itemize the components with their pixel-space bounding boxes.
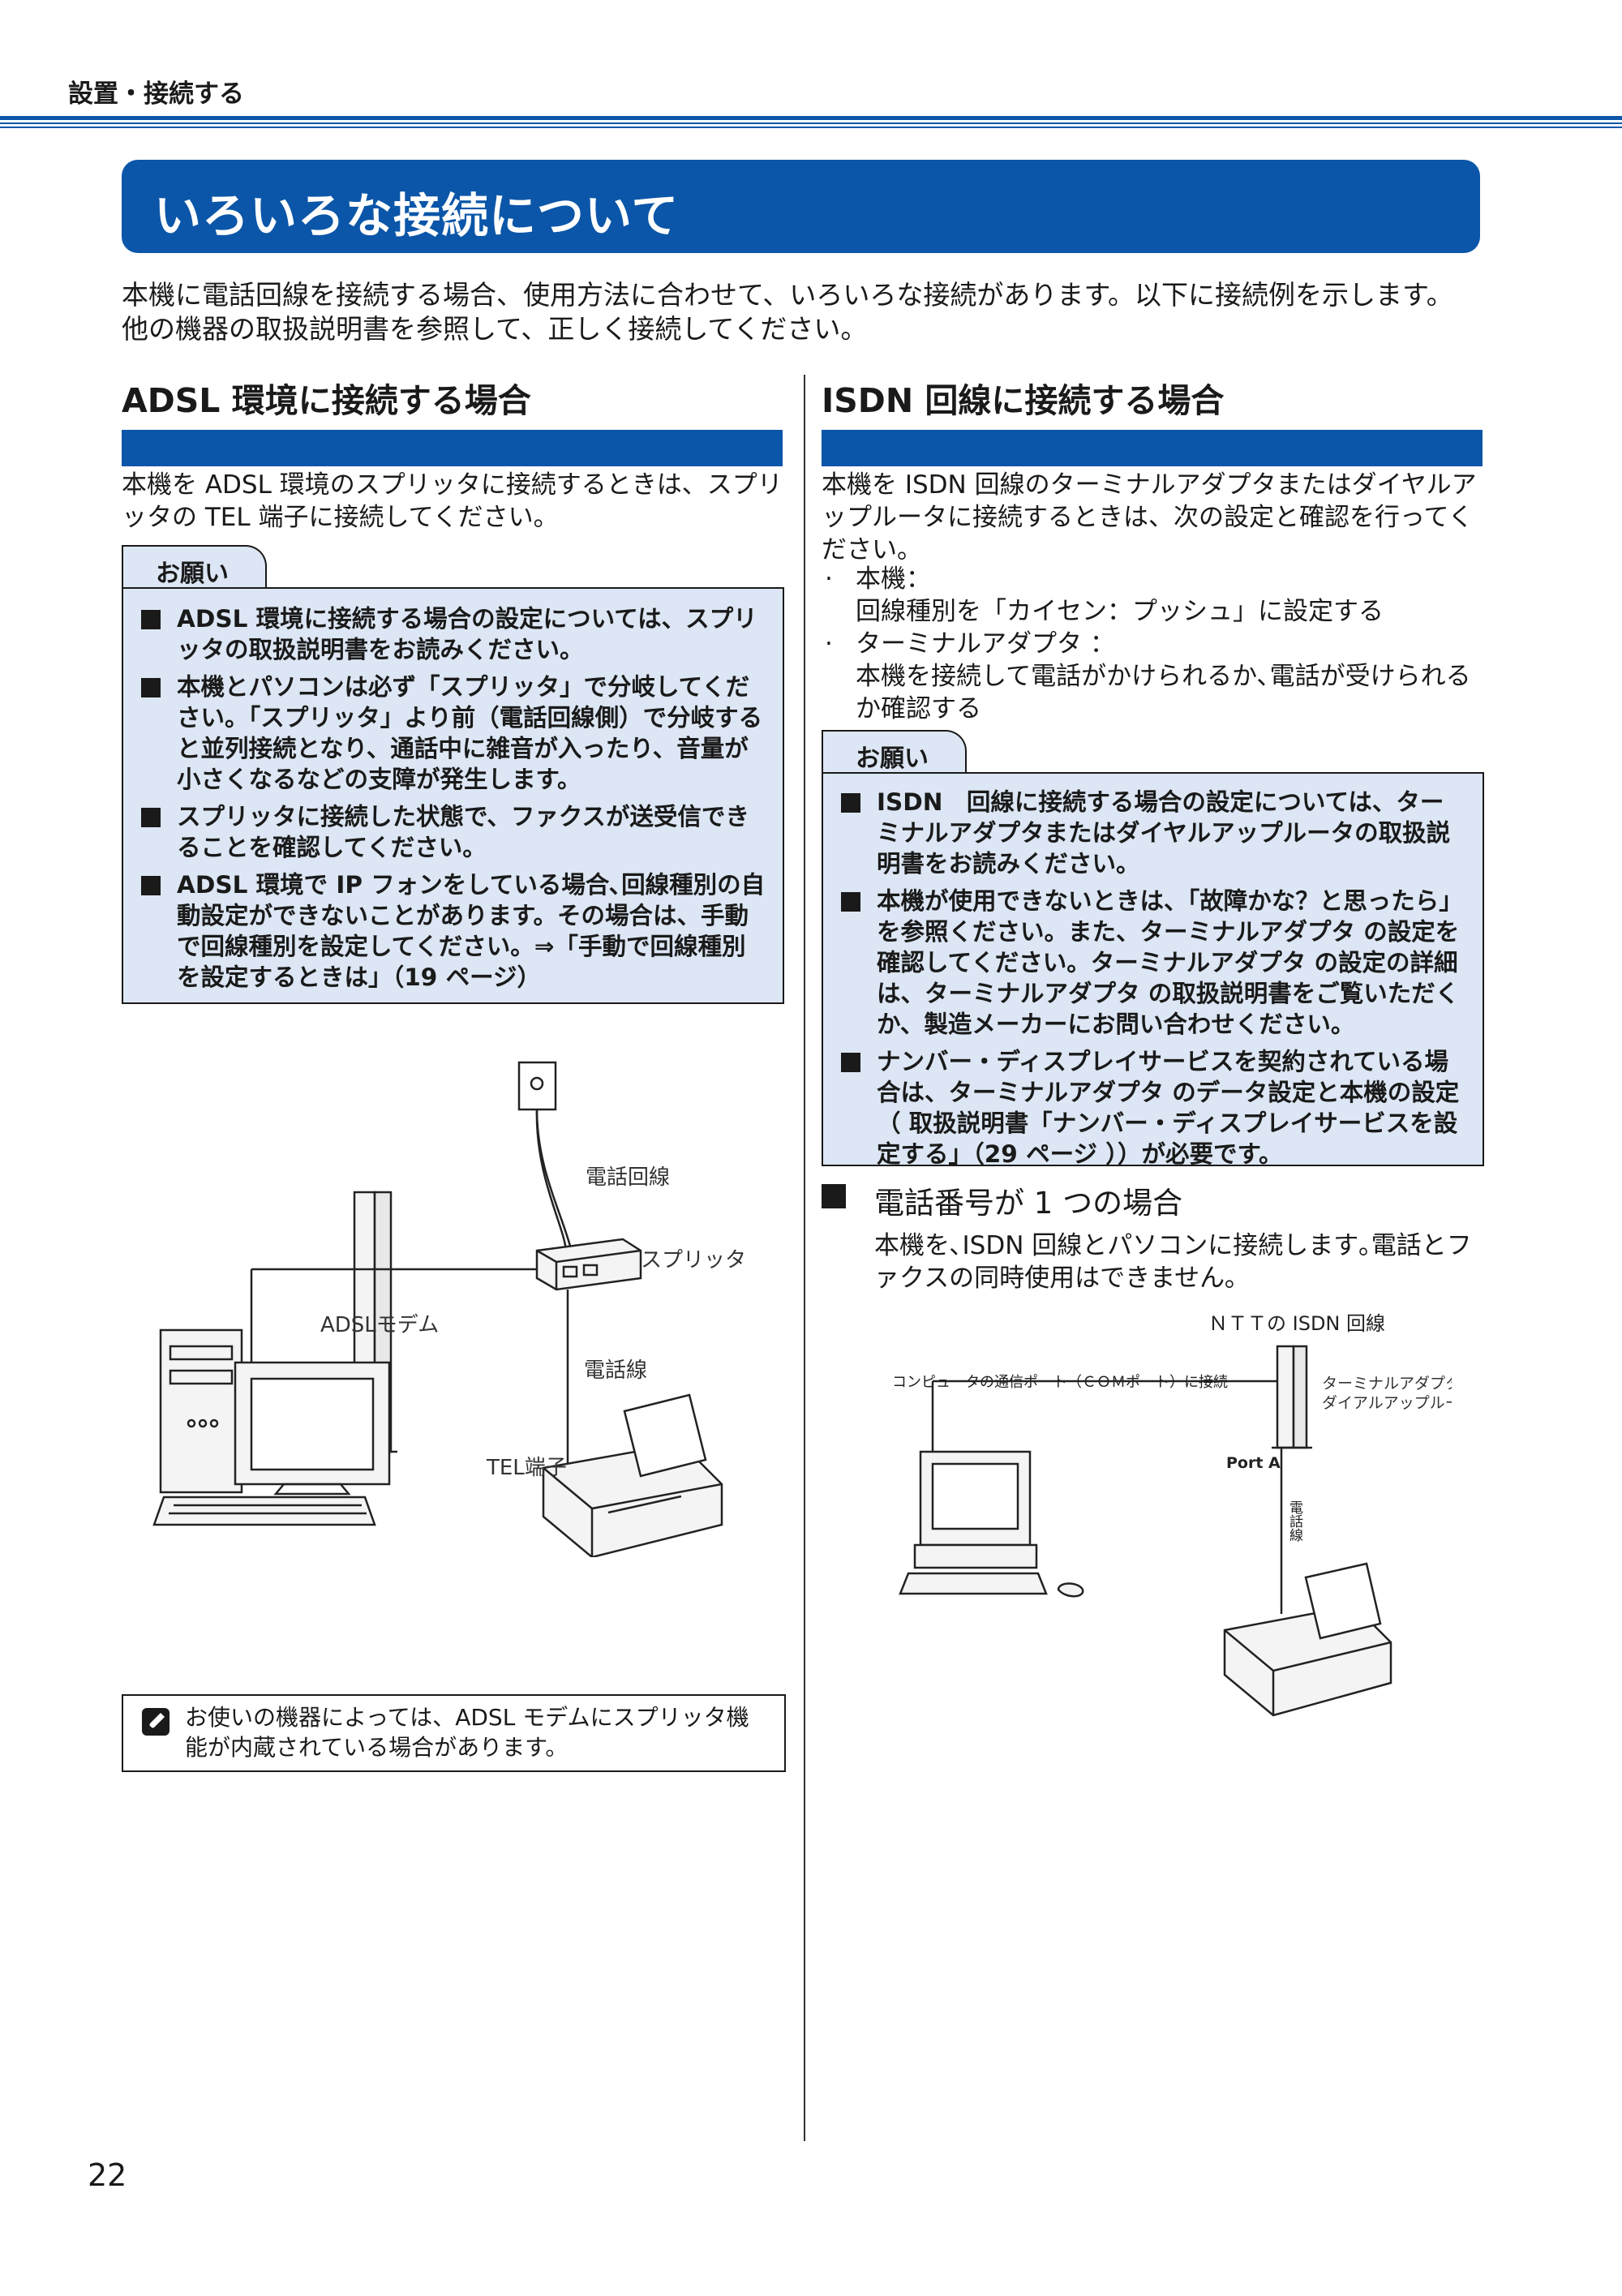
column-divider: [804, 375, 805, 2141]
intro-text: 本機に電話回線を接続する場合、使用方法に合わせて、いろいろな接続があります。以下…: [122, 278, 1500, 346]
pc-tower: [159, 1328, 243, 1494]
fax-machine: [1223, 1562, 1392, 1717]
isdn-subsection-title: 電話番号が 1 つの場合: [874, 1186, 1183, 1221]
isdn-bullet-head: 本機：: [856, 564, 931, 594]
adsl-section-bar: [122, 430, 783, 466]
intro-line-1: 本機に電話回線を接続する場合、使用方法に合わせて、いろいろな接続があります。以下…: [122, 279, 1453, 311]
header-rule-thin-2: [0, 127, 1622, 128]
adsl-request-box: ADSL 環境に接続する場合の設定については、スプリッタの取扱説明書をお読みくだ…: [122, 587, 784, 1004]
label-tel-port: TEL端子: [486, 1456, 567, 1480]
adsl-request-item: ADSL 環境で IP フォンをしている場合､回線種別の自動設定ができないことが…: [123, 869, 766, 993]
adsl-note-text: お使いの機器によっては、ADSL モデムにスプリッタ機能が内蔵されている場合があ…: [185, 1704, 749, 1761]
header-rule-thin: [0, 122, 1622, 124]
label-phone-cable: 電話線: [584, 1358, 647, 1383]
pc-monitor: [234, 1361, 391, 1496]
adsl-note-box: お使いの機器によっては、ADSL モデムにスプリッタ機能が内蔵されている場合があ…: [122, 1694, 786, 1772]
isdn-connection-diagram: ＮＴＴの ISDN 回線 コンピュータの通信ポート（ＣＯＭポート）に接続 ターミ…: [892, 1312, 1452, 1717]
label-ta-1: ターミナルアダプタまたは: [1322, 1375, 1452, 1393]
adsl-section-title: ADSL 環境に接続する場合: [122, 381, 531, 420]
pencil-icon: [142, 1708, 169, 1736]
intro-line-2: 他の機器の取扱説明書を参照して、正しく接続してください。: [122, 313, 868, 345]
header-rule: [0, 116, 1622, 120]
isdn-request-item: ナンバー・ディスプレイサービスを契約されている場合は、ターミナルアダプタ のデー…: [823, 1046, 1466, 1169]
label-phone-cable: 電話線: [1286, 1500, 1303, 1542]
mouse: [1057, 1582, 1084, 1598]
isdn-request-item: ISDN 回線に接続する場合の設定については、ターミナルアダプタまたはダイヤルア…: [823, 787, 1466, 879]
isdn-bullet-list: 本機： 回線種別を「カイセン：プッシュ」に設定する ターミナルアダプタ ： 本機…: [822, 563, 1483, 725]
label-splitter: スプリッタ: [641, 1248, 746, 1272]
label-port-a: Port A: [1226, 1454, 1281, 1472]
page-title: いろいろな接続について: [154, 188, 680, 243]
label-ta-2: ダイアルアップルータ: [1322, 1394, 1452, 1412]
adsl-request-label: お願い: [156, 560, 229, 588]
isdn-bullet-text: 本機を接続して電話がかけられるか､電話が受けられるか確認する: [856, 662, 1471, 723]
label-com-port: コンピュータの通信ポート（ＣＯＭポート）に接続: [892, 1374, 1228, 1391]
adsl-connection-diagram: 電話回線 スプリッタ ADSLモデム 電話線 TEL端子: [152, 1061, 746, 1557]
isdn-request-box: ISDN 回線に接続する場合の設定については、ターミナルアダプタまたはダイヤルア…: [822, 772, 1484, 1169]
isdn-request-label: お願い: [856, 745, 929, 773]
isdn-body-text: 本機を ISDN 回線のターミナルアダプタまたはダイヤルアップルータに接続すると…: [822, 470, 1477, 564]
page-number: 22: [88, 2157, 127, 2193]
label-adsl-modem: ADSLモデム: [320, 1313, 439, 1337]
pc-monitor: [919, 1450, 1032, 1547]
adsl-request-item: 本機とパソコンは必ず「スプリッタ」で分岐してください。「スプリッタ」より前（電話…: [123, 672, 766, 795]
label-ntt-isdn: ＮＴＴの ISDN 回線: [1208, 1312, 1385, 1335]
subsection-square-icon: [822, 1184, 846, 1208]
wall-jack: [517, 1061, 557, 1111]
label-phone-line: 電話回線: [586, 1165, 670, 1190]
adsl-request-item: ADSL 環境に接続する場合の設定については、スプリッタの取扱説明書をお読みくだ…: [123, 603, 766, 665]
isdn-request-tab: お願い: [822, 730, 967, 774]
adsl-request-tab: お願い: [122, 545, 267, 589]
pc-desktop: [899, 1543, 1048, 1595]
adsl-request-item: スプリッタに接続した状態で、ファクスが送受信できることを確認してください。: [123, 801, 766, 863]
isdn-bullet-item: 本機： 回線種別を「カイセン：プッシュ」に設定する: [822, 563, 1483, 628]
isdn-subsection-body: 本機を､ISDN 回線とパソコンに接続します｡電話とファクスの同時使用はできませ…: [874, 1231, 1472, 1293]
fax-machine: [542, 1393, 723, 1557]
isdn-bullet-text: 回線種別を「カイセン：プッシュ」に設定する: [856, 597, 1384, 626]
isdn-request-item: 本機が使用できないときは、「故障かな？と思ったら」を参照ください。また、ターミナ…: [823, 886, 1466, 1040]
isdn-bullet-item: ターミナルアダプタ ： 本機を接続して電話がかけられるか､電話が受けられるか確認…: [822, 628, 1483, 725]
isdn-section-title: ISDN 回線に接続する場合: [822, 381, 1225, 420]
running-header: 設置・接続する: [68, 79, 244, 109]
isdn-section-bar: [822, 430, 1483, 466]
splitter-device: [535, 1238, 642, 1291]
terminal-adapter: [1272, 1345, 1312, 1449]
adsl-body-text: 本機を ADSL 環境のスプリッタに接続するときは、スプリッタの TEL 端子に…: [122, 470, 783, 532]
isdn-bullet-head: ターミナルアダプタ ：: [856, 629, 1115, 659]
pc-keyboard: [152, 1496, 376, 1526]
page-title-banner: いろいろな接続について: [122, 160, 1480, 253]
